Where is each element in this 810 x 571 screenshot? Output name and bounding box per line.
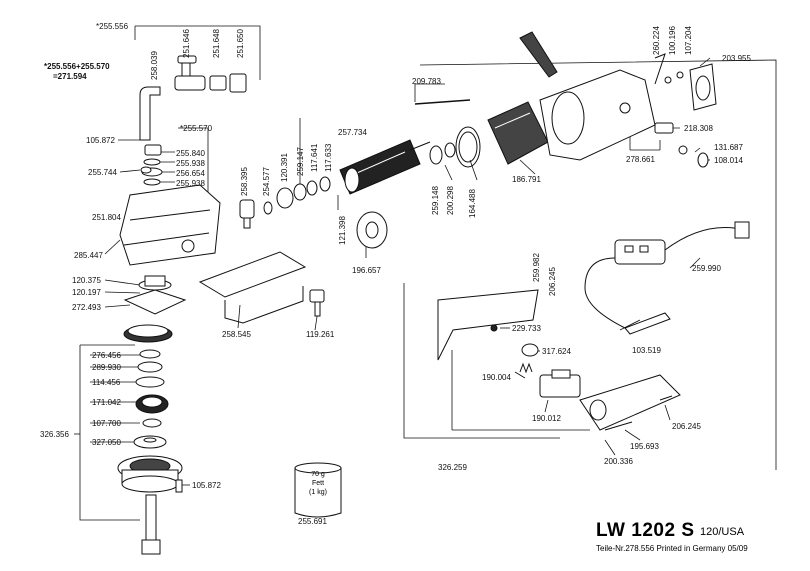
part-label-117633: 117.633 xyxy=(324,143,333,172)
part-label-256654: 256.654 xyxy=(176,169,205,178)
part-label-271594: =271.594 xyxy=(53,72,87,81)
part-label-114456: 114.456 xyxy=(92,378,121,387)
valve-body xyxy=(174,75,206,91)
stator xyxy=(487,101,549,165)
part-label-258039: 258.039 xyxy=(150,51,159,80)
part-label-171042: 171.042 xyxy=(92,398,121,407)
footer-note: Teile-Nr.278.556 Printed in Germany 05/0… xyxy=(596,544,748,553)
part-label-259982: 259.982 xyxy=(532,253,541,282)
part-label-107700: 107.700 xyxy=(92,419,121,428)
part-label-203955: 203.955 xyxy=(722,54,751,63)
model-title: LW 1202 S xyxy=(596,520,695,541)
angled-fitting xyxy=(139,86,161,141)
part-label-276456: 276.456 xyxy=(92,351,121,360)
part-label-251650: 251.650 xyxy=(236,29,245,58)
part-label-195693: 195.693 xyxy=(630,442,659,451)
part-label-259147: 259.147 xyxy=(296,147,305,176)
part-label-190012: 190.012 xyxy=(532,414,561,423)
part-label-255556-combo: *255.556+255.570 xyxy=(44,62,110,71)
part-label-272493: 272.493 xyxy=(72,303,101,312)
part-label-317624: 317.624 xyxy=(542,347,571,356)
part-label-255938-b: 255.938 xyxy=(176,179,205,188)
part-label-117641: 117.641 xyxy=(310,143,319,172)
grease-name: Fett xyxy=(311,480,325,487)
part-label-255556-top: *255.556 xyxy=(96,22,129,31)
part-label-200336: 200.336 xyxy=(604,457,633,466)
part-label-107204: 107.204 xyxy=(684,26,693,55)
part-label-259148: 259.148 xyxy=(431,186,440,215)
part-label-120375: 120.375 xyxy=(72,276,101,285)
part-label-206245-a: 206.245 xyxy=(548,267,557,296)
grease-can-label: 70 g Fett (1 kg) xyxy=(296,470,340,497)
part-label-119261: 119.261 xyxy=(306,330,335,339)
grease-qty: (1 kg) xyxy=(309,489,327,496)
part-label-200298: 200.298 xyxy=(446,186,455,215)
part-label-327050: 327.050 xyxy=(92,438,121,447)
part-label-105872-b: 105.872 xyxy=(192,481,221,490)
bracket-255570 xyxy=(178,127,209,198)
part-label-251648: 251.648 xyxy=(212,29,221,58)
part-label-121398: 121.398 xyxy=(338,216,347,245)
part-label-285447: 285.447 xyxy=(74,251,103,260)
part-label-326259: 326.259 xyxy=(438,463,467,472)
gear-housing xyxy=(119,184,221,266)
part-label-186791: 186.791 xyxy=(512,175,541,184)
part-label-260224: 260.224 xyxy=(652,26,661,55)
part-label-259990: 259.990 xyxy=(692,264,721,273)
part-label-255570: *255.570 xyxy=(180,124,213,133)
grease-weight: 70 g xyxy=(311,471,325,478)
part-label-255744: 255.744 xyxy=(88,168,117,177)
part-label-289930: 289.930 xyxy=(92,363,121,372)
part-label-105872-a: 105.872 xyxy=(86,136,115,145)
part-label-255938-a: 255.938 xyxy=(176,159,205,168)
part-label-190004: 190.004 xyxy=(482,373,511,382)
grease-can xyxy=(294,467,342,518)
gasket-plate xyxy=(123,289,187,315)
spindle xyxy=(145,494,157,541)
part-label-255840: 255.840 xyxy=(176,149,205,158)
side-handle xyxy=(198,251,307,298)
part-label-196657: 196.657 xyxy=(352,266,381,275)
part-label-229733: 229.733 xyxy=(512,324,541,333)
part-label-218308: 218.308 xyxy=(684,124,713,133)
part-label-326356: 326.356 xyxy=(40,430,69,439)
part-label-254577: 254.577 xyxy=(262,167,271,196)
handle-cover xyxy=(579,374,681,431)
part-label-164488: 164.488 xyxy=(468,189,477,218)
part-label-108014: 108.014 xyxy=(714,156,743,165)
nut xyxy=(144,144,162,156)
part-label-120197: 120.197 xyxy=(72,288,101,297)
model-variant: 120/USA xyxy=(700,526,745,538)
bracket-255556 xyxy=(135,25,261,80)
part-label-257734: 257.734 xyxy=(338,128,367,137)
part-label-258545: 258.545 xyxy=(222,330,251,339)
part-label-131687: 131.687 xyxy=(714,143,743,152)
part-label-209783: 209.783 xyxy=(412,77,441,86)
part-label-258395: 258.395 xyxy=(240,167,249,196)
part-label-278661: 278.661 xyxy=(626,155,655,164)
cable-sleeve xyxy=(624,312,671,335)
region-outline-bottom xyxy=(403,283,560,439)
part-label-255691: 255.691 xyxy=(298,517,327,526)
stack-bracket xyxy=(79,345,140,521)
part-label-251646: 251.646 xyxy=(182,29,191,58)
part-label-206245-b: 206.245 xyxy=(672,422,701,431)
part-label-103519: 103.519 xyxy=(632,346,661,355)
part-label-120391: 120.391 xyxy=(280,153,289,182)
part-label-251804: 251.804 xyxy=(92,213,121,222)
part-label-100196: 100.196 xyxy=(668,26,677,55)
